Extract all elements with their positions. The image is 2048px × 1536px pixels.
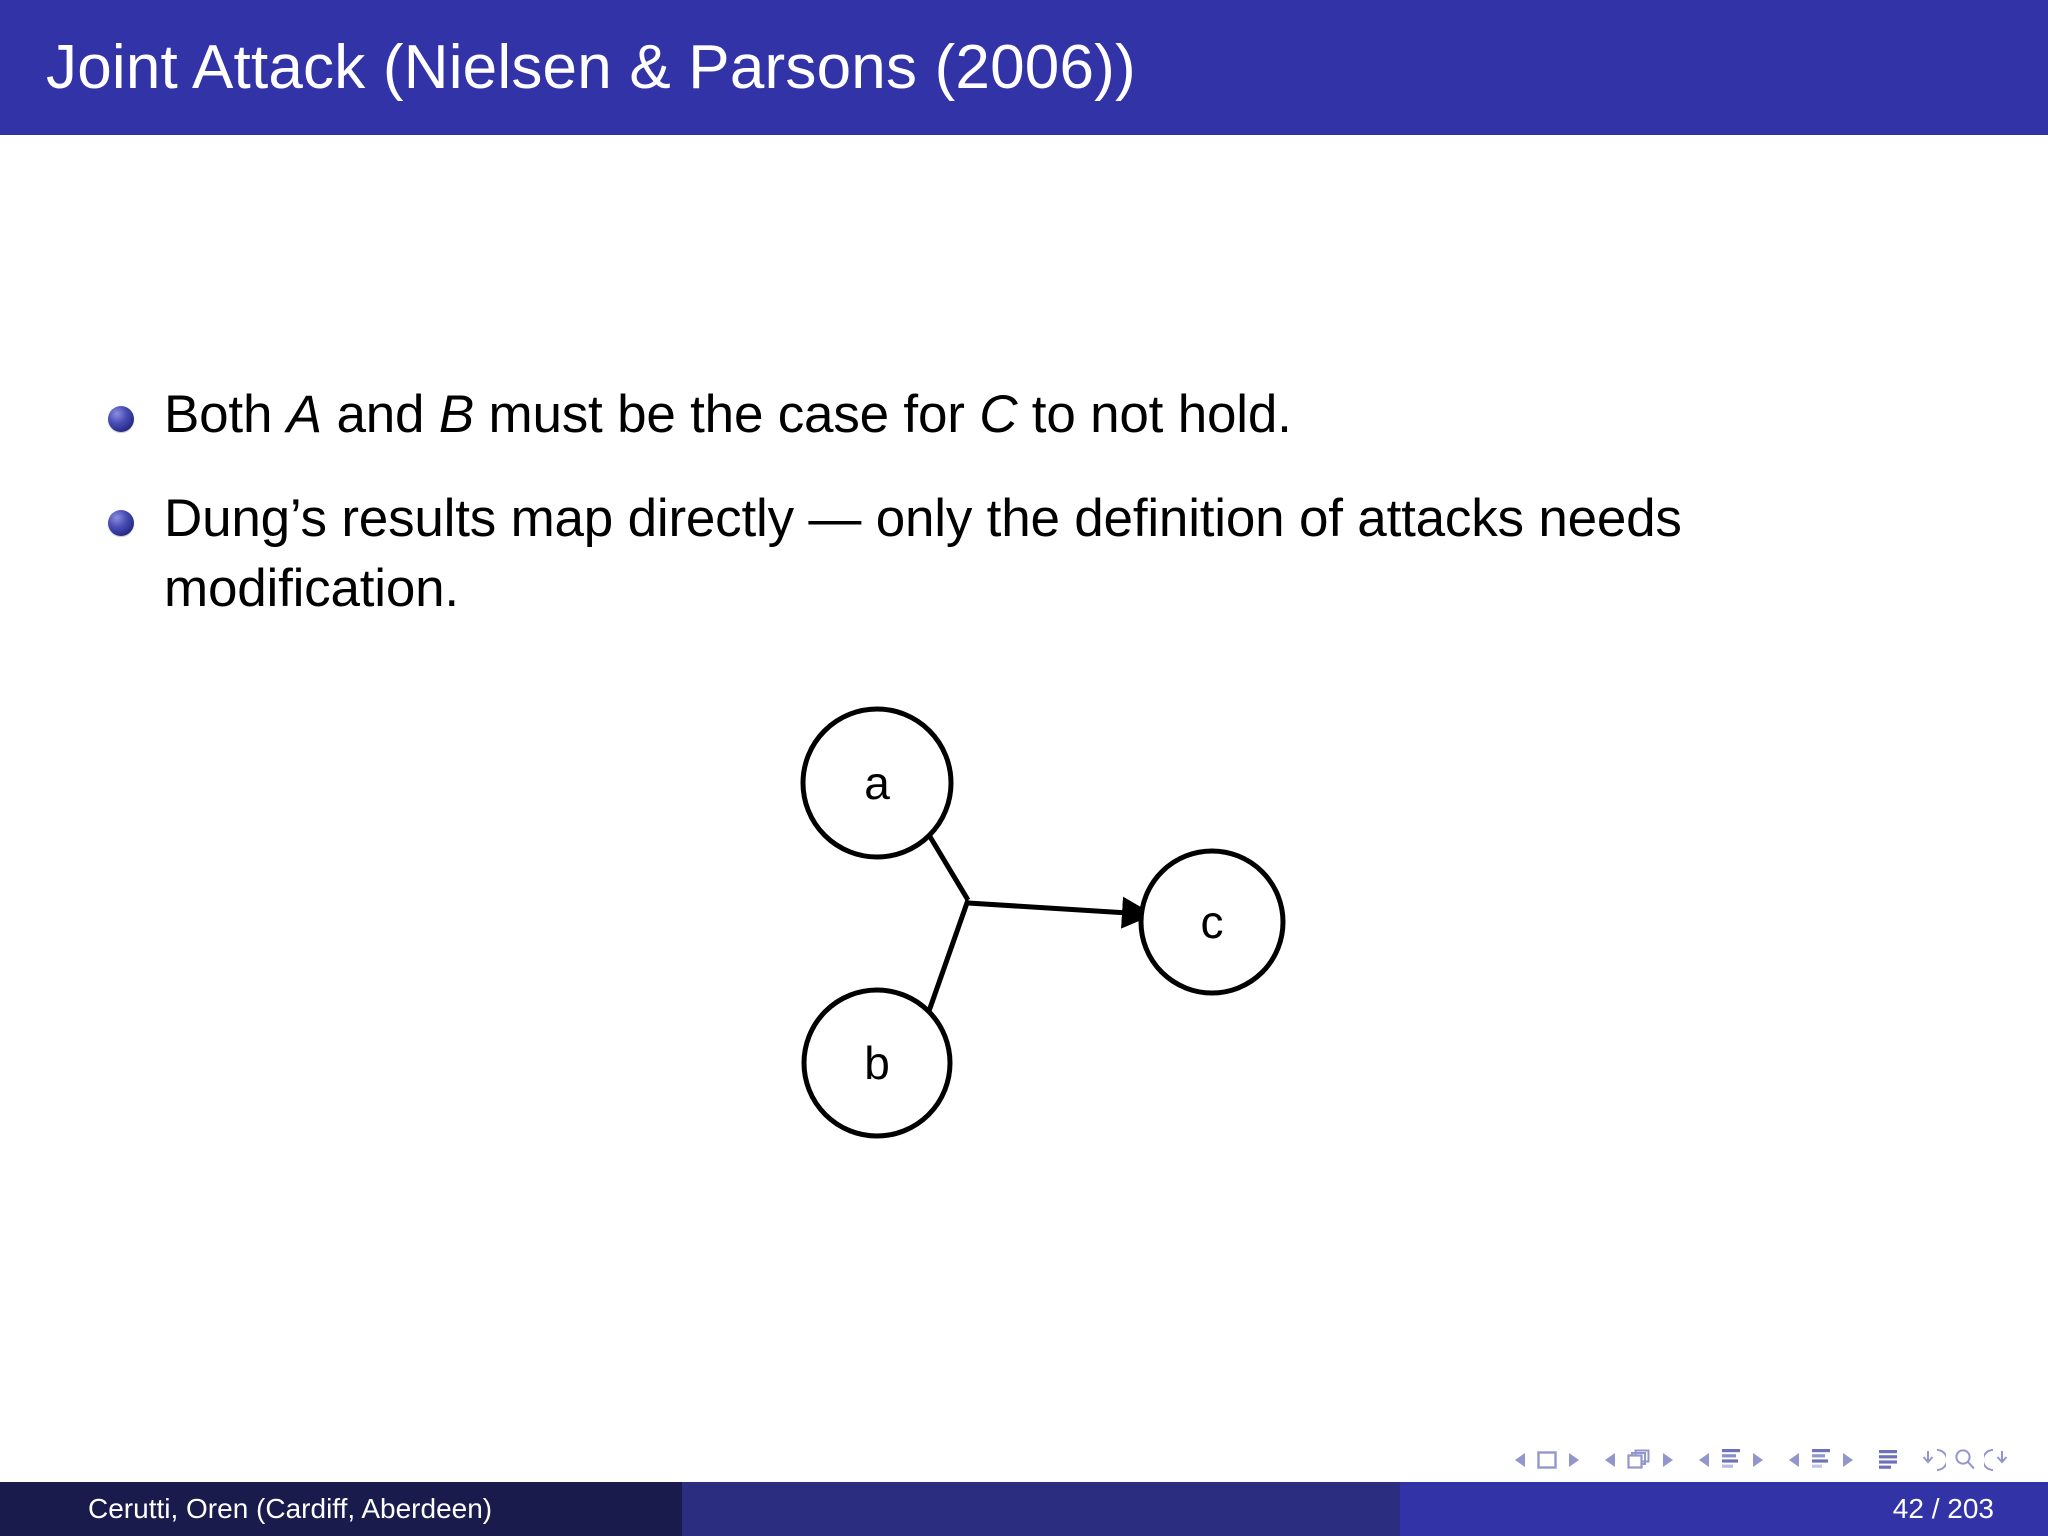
graph-node-b (801, 987, 953, 1139)
footer-middle-section (682, 1482, 1400, 1536)
frame-icon[interactable] (1625, 1448, 1653, 1472)
footer-right-section: 42 / 203 (1400, 1482, 2048, 1536)
edge-a-to-junction (926, 833, 971, 902)
graph-node-a (800, 706, 954, 860)
prev-section-icon[interactable] (1786, 1451, 1802, 1469)
slide-icon[interactable] (1535, 1448, 1559, 1472)
slide-title-bar: Joint Attack (Nielsen & Parsons (2006)) (0, 0, 2048, 135)
forward-icon[interactable] (1984, 1447, 2010, 1473)
footer-left-section: Cerutti, Oren (Cardiff, Aberdeen) (0, 1482, 682, 1536)
beamer-navigation-bar[interactable] (1512, 1438, 2030, 1482)
slide-content: Both A and B must be the case for C to n… (0, 135, 2048, 1476)
section-icon[interactable] (1809, 1447, 1833, 1473)
nav-group-document[interactable] (1920, 1447, 2010, 1473)
bullet-text-1: Both A and B must be the case for C to n… (164, 385, 1292, 444)
blue-sphere-bullet-icon (108, 406, 134, 432)
page-title: Joint Attack (Nielsen & Parsons (2006)) (46, 32, 1136, 102)
list-item: Both A and B must be the case for C to n… (108, 380, 1988, 450)
search-icon[interactable] (1953, 1447, 1977, 1473)
prev-subsection-icon[interactable] (1696, 1451, 1712, 1469)
nav-group-section[interactable] (1786, 1447, 1856, 1473)
next-section-icon[interactable] (1840, 1451, 1856, 1469)
nav-group-presentation[interactable] (1876, 1447, 1900, 1473)
next-subsection-icon[interactable] (1750, 1451, 1766, 1469)
edge-b-to-junction (926, 899, 971, 1012)
footer-author: Cerutti, Oren (Cardiff, Aberdeen) (88, 1493, 493, 1524)
list-item: Dung’s results map directly — only the d… (108, 484, 1988, 624)
footer-page-number: 42 / 203 (1892, 1493, 1994, 1524)
prev-frame-icon[interactable] (1602, 1451, 1618, 1469)
slide-footer: Cerutti, Oren (Cardiff, Aberdeen) 42 / 2… (0, 1482, 2048, 1536)
graph-node-c-label: c (1201, 896, 1224, 948)
graph-node-b-label: b (864, 1037, 890, 1089)
graph-node-a-label: a (864, 757, 890, 809)
next-slide-icon[interactable] (1566, 1451, 1582, 1469)
edge-junction-to-c (967, 896, 1154, 929)
back-icon[interactable] (1920, 1447, 1946, 1473)
subsection-icon[interactable] (1719, 1447, 1743, 1473)
presentation-icon[interactable] (1876, 1447, 1900, 1473)
prev-slide-icon[interactable] (1512, 1451, 1528, 1469)
graph-node-c (1138, 848, 1286, 996)
next-frame-icon[interactable] (1660, 1451, 1676, 1469)
nav-group-subsection[interactable] (1696, 1447, 1766, 1473)
bullet-text-2: Dung’s results map directly — only the d… (164, 488, 1682, 618)
argumentation-graph-diagram: a b c (0, 135, 2048, 1476)
nav-group-slide[interactable] (1512, 1448, 1582, 1472)
bullet-list: Both A and B must be the case for C to n… (108, 380, 1988, 658)
blue-sphere-bullet-icon (108, 509, 134, 536)
nav-group-frame[interactable] (1602, 1448, 1676, 1472)
